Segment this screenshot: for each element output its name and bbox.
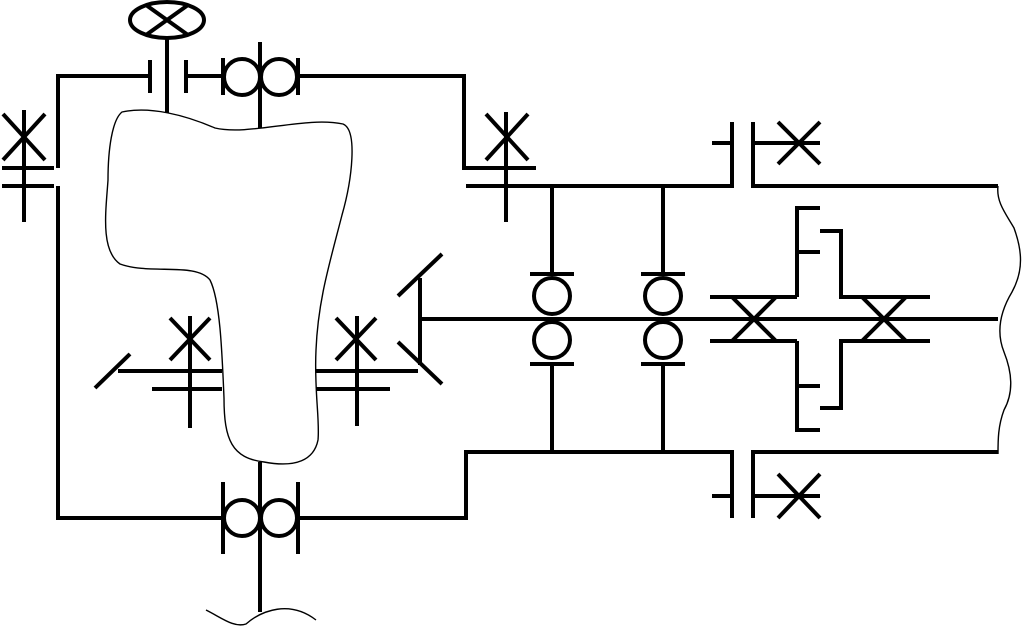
housing-frame — [56, 74, 998, 520]
left-gear — [1, 110, 54, 222]
upper-right-gear — [464, 112, 536, 222]
bearing-column-left — [530, 186, 574, 452]
handwheel — [128, 0, 206, 115]
break-line-right — [997, 185, 1022, 455]
right-gear-train — [710, 206, 930, 432]
upper-right-clutch — [712, 120, 822, 188]
shaft-break-bottom — [205, 608, 317, 626]
top-clutch — [148, 60, 222, 93]
lower-right-clutch — [712, 450, 822, 520]
top-bearing — [221, 42, 300, 132]
bottom-bearing — [221, 462, 300, 612]
bearing-column-right — [641, 186, 685, 452]
bevel-gears — [93, 252, 444, 428]
irregular-blob — [104, 109, 353, 465]
